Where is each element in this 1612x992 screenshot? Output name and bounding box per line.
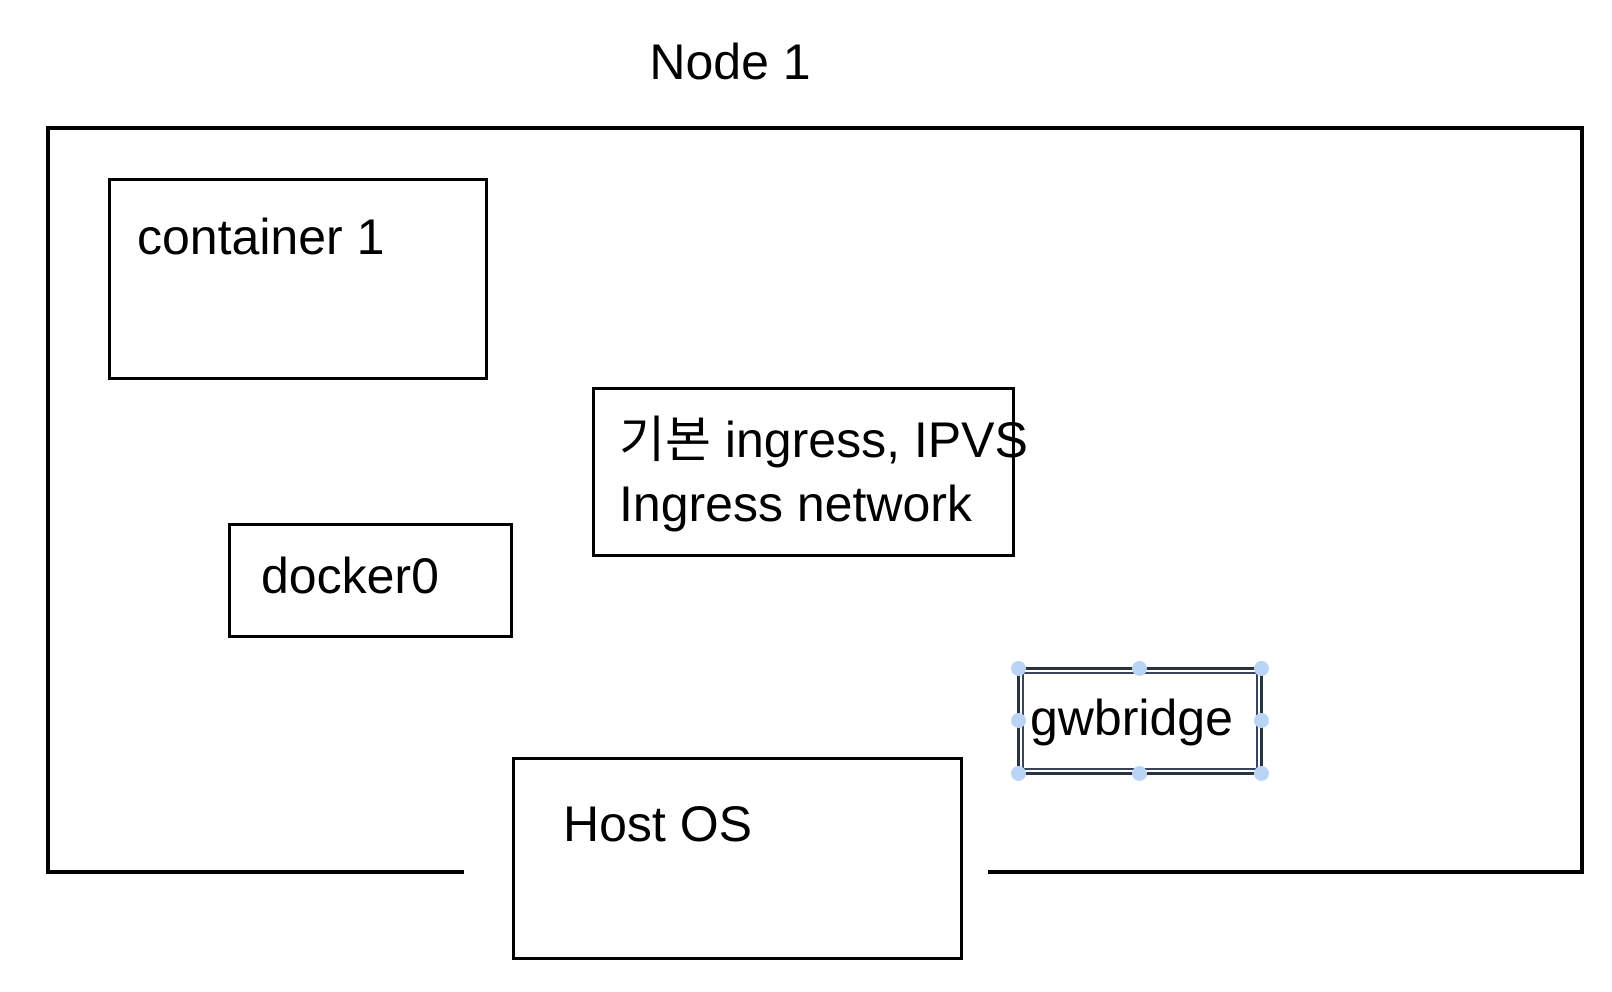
- shape-container1[interactable]: container 1: [108, 178, 488, 380]
- shape-ingress-network[interactable]: 기본 ingress, IPVS Ingress network: [592, 387, 1028, 557]
- selection-handle-n[interactable]: [1132, 661, 1147, 676]
- gwbridge-label: gwbridge: [1030, 690, 1233, 746]
- node1-bottom-border-left-segment: [46, 870, 464, 874]
- node1-bottom-border-right-segment: [988, 870, 1584, 874]
- container1-label: container 1: [137, 209, 385, 265]
- docker0-label: docker0: [261, 548, 439, 604]
- ingress-label-line1: 기본 ingress, IPVS: [619, 412, 1028, 468]
- shape-docker0[interactable]: docker0: [228, 523, 513, 638]
- selection-handle-w[interactable]: [1011, 713, 1026, 728]
- selection-handle-s[interactable]: [1132, 766, 1147, 781]
- shape-gwbridge-selected[interactable]: gwbridge: [1011, 661, 1269, 781]
- selection-handle-sw[interactable]: [1011, 766, 1026, 781]
- selection-handle-e[interactable]: [1254, 713, 1269, 728]
- shape-host-os[interactable]: Host OS: [512, 757, 963, 960]
- node1-boundary-rect[interactable]: [46, 126, 1584, 874]
- selection-handle-se[interactable]: [1254, 766, 1269, 781]
- selection-handle-ne[interactable]: [1254, 661, 1269, 676]
- ingress-label-line2: Ingress network: [619, 476, 972, 532]
- selection-handle-nw[interactable]: [1011, 661, 1026, 676]
- host-os-label: Host OS: [563, 796, 752, 852]
- node1-title: Node 1: [649, 34, 811, 90]
